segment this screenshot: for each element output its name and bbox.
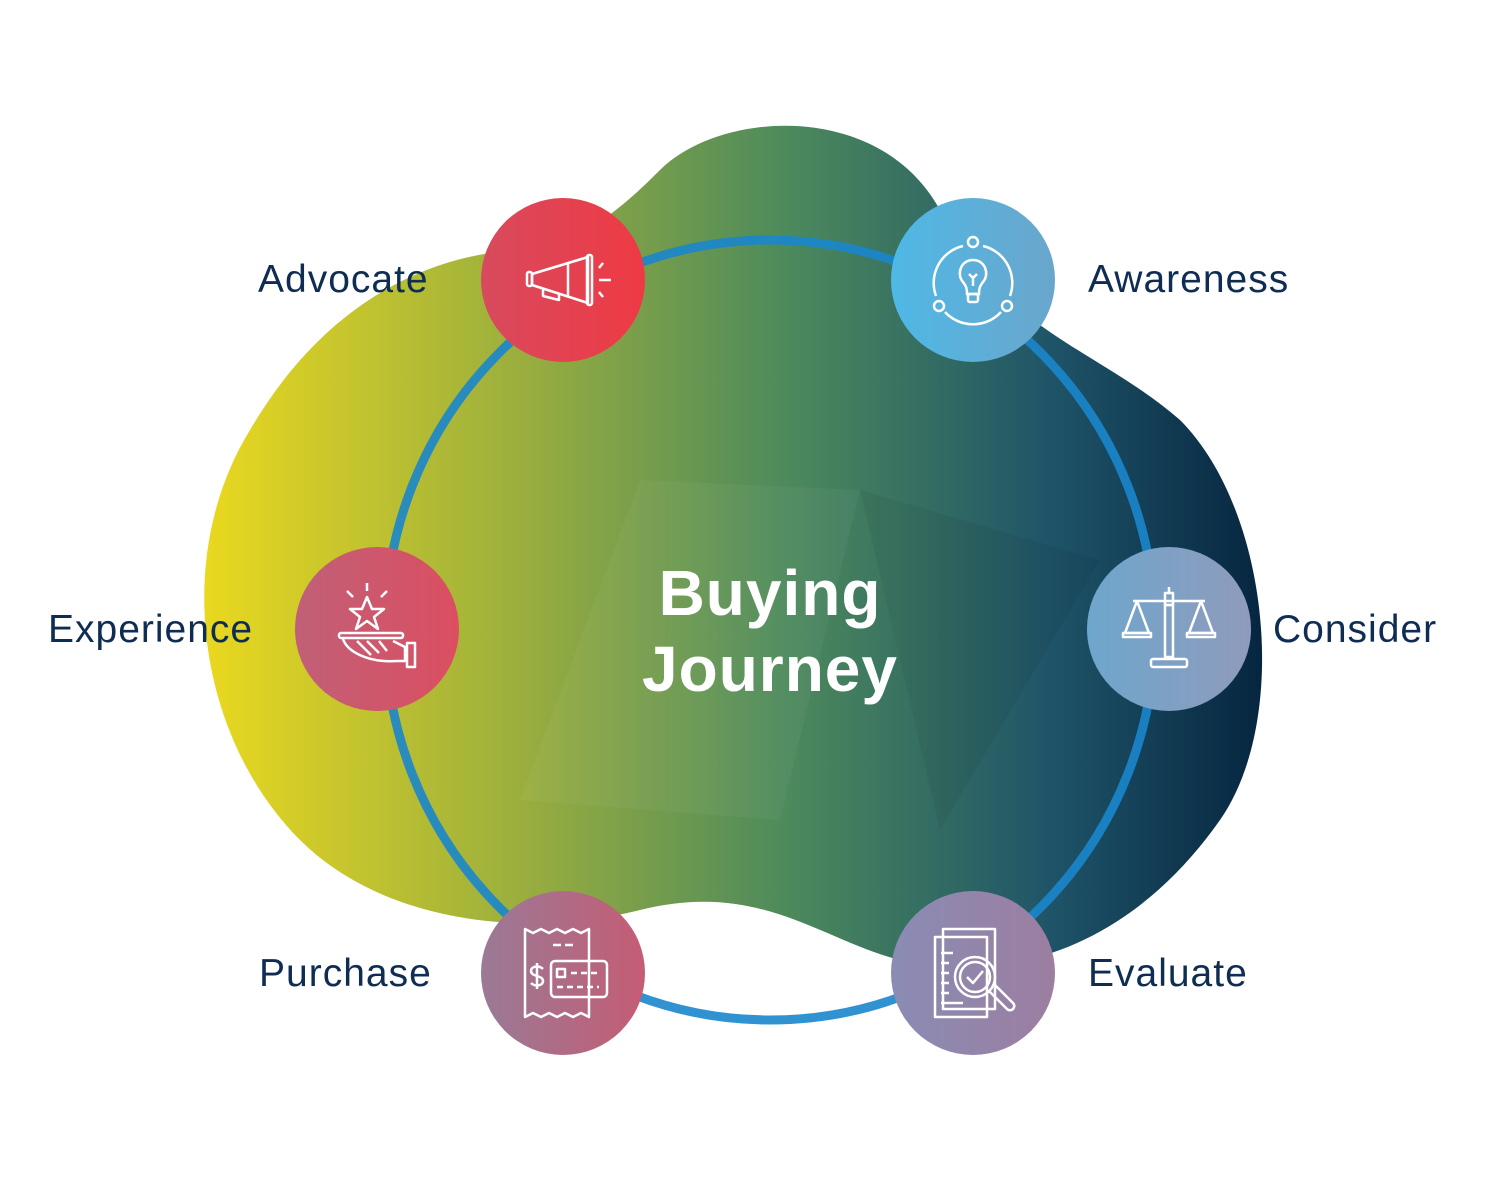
- diagram-title: Buying Journey: [570, 555, 970, 707]
- stage-consider: [1087, 547, 1251, 711]
- lightbulb-network-icon: [932, 235, 1014, 326]
- stage-label-consider: Consider: [1273, 608, 1438, 651]
- stage-experience: [295, 547, 459, 711]
- stage-evaluate: [891, 891, 1055, 1055]
- stage-awareness: [891, 198, 1055, 362]
- document-search-icon: [933, 927, 1016, 1019]
- stage-label-advocate: Advocate: [258, 258, 429, 301]
- megaphone-icon: [525, 253, 611, 307]
- stage-advocate: [481, 198, 645, 362]
- stage-label-experience: Experience: [48, 608, 254, 651]
- stage-label-awareness: Awareness: [1088, 258, 1290, 301]
- scales-icon: [1121, 587, 1217, 669]
- stage-label-evaluate: Evaluate: [1088, 952, 1248, 995]
- receipt-icon: [523, 927, 609, 1019]
- title-line-1: Buying: [658, 557, 882, 629]
- star-hand-icon: [337, 583, 417, 669]
- stage-purchase: [481, 891, 645, 1055]
- facet-shadow: [860, 490, 1100, 830]
- facet-highlight: [520, 480, 860, 820]
- stage-label-purchase: Purchase: [259, 952, 432, 995]
- title-line-2: Journey: [642, 633, 898, 705]
